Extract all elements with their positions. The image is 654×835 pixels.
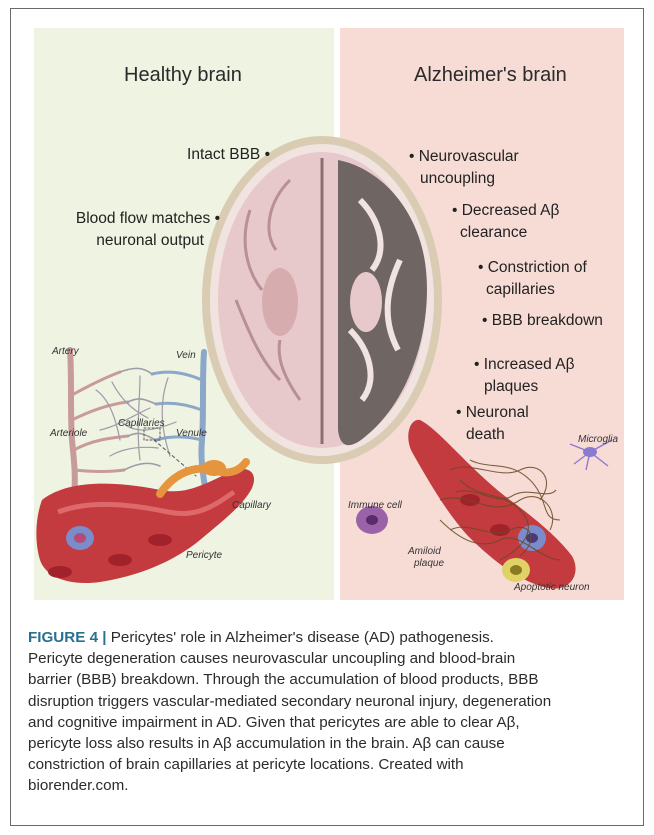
label-capillary: Capillary — [232, 500, 271, 511]
label-clearance: clearance — [460, 222, 527, 243]
caption-separator: | — [102, 629, 106, 646]
label-constriction: • Constriction of — [478, 257, 587, 278]
label-venule: Venule — [176, 428, 207, 439]
label-neuronal-death: • Neuronal — [456, 402, 529, 423]
label-neuronal-output: neuronal output — [30, 230, 204, 251]
healthy-brain-title: Healthy brain — [124, 64, 242, 87]
label-intact-bbb: Intact BBB • — [150, 144, 270, 165]
label-artery: Artery — [52, 346, 79, 357]
label-bbb-breakdown: • BBB breakdown — [482, 310, 603, 331]
label-pericyte: Pericyte — [186, 550, 222, 561]
label-blood-flow: Blood flow matches • — [30, 208, 220, 229]
label-death: death — [466, 424, 505, 445]
caption-line-8: biorender.com. — [28, 775, 628, 796]
label-capillaries-diagram: Capillaries — [118, 418, 165, 429]
label-microglia: Microglia — [578, 434, 618, 445]
caption-line-5: and cognitive impairment in AD. Given th… — [28, 712, 628, 733]
label-neurovascular: • Neurovascular — [409, 146, 519, 167]
caption-line-7: constriction of brain capillaries at per… — [28, 754, 628, 775]
figure-label: FIGURE 4 — [28, 629, 98, 646]
figure-caption: FIGURE 4 | Pericytes' role in Alzheimer'… — [28, 627, 628, 797]
label-plaques: plaques — [484, 376, 538, 397]
caption-line-4: disruption triggers vascular-mediated se… — [28, 691, 628, 712]
label-immune-cell: Immune cell — [348, 500, 402, 511]
caption-line-2: Pericyte degeneration causes neurovascul… — [28, 648, 628, 669]
label-arteriole: Arteriole — [50, 428, 87, 439]
capillary-illustration — [36, 460, 254, 583]
label-amiloid-plaque: plaque — [414, 558, 444, 569]
label-amiloid: Amiloid — [408, 546, 441, 557]
caption-line-6: pericyte loss also results in Aβ accumul… — [28, 733, 628, 754]
label-vein: Vein — [176, 350, 196, 361]
label-apoptotic-neuron: Apoptotic neuron — [514, 582, 590, 593]
label-increased-plaques: • Increased Aβ — [474, 354, 575, 375]
label-uncoupling: uncoupling — [420, 168, 495, 189]
caption-line-1: Pericytes' role in Alzheimer's disease (… — [111, 629, 494, 646]
caption-line-3: barrier (BBB) breakdown. Through the acc… — [28, 669, 628, 690]
brain-cross-section-illustration — [202, 136, 442, 464]
label-capillaries: capillaries — [486, 279, 555, 300]
alzheimers-brain-title: Alzheimer's brain — [414, 64, 567, 87]
label-decreased-clearance: • Decreased Aβ — [452, 200, 559, 221]
